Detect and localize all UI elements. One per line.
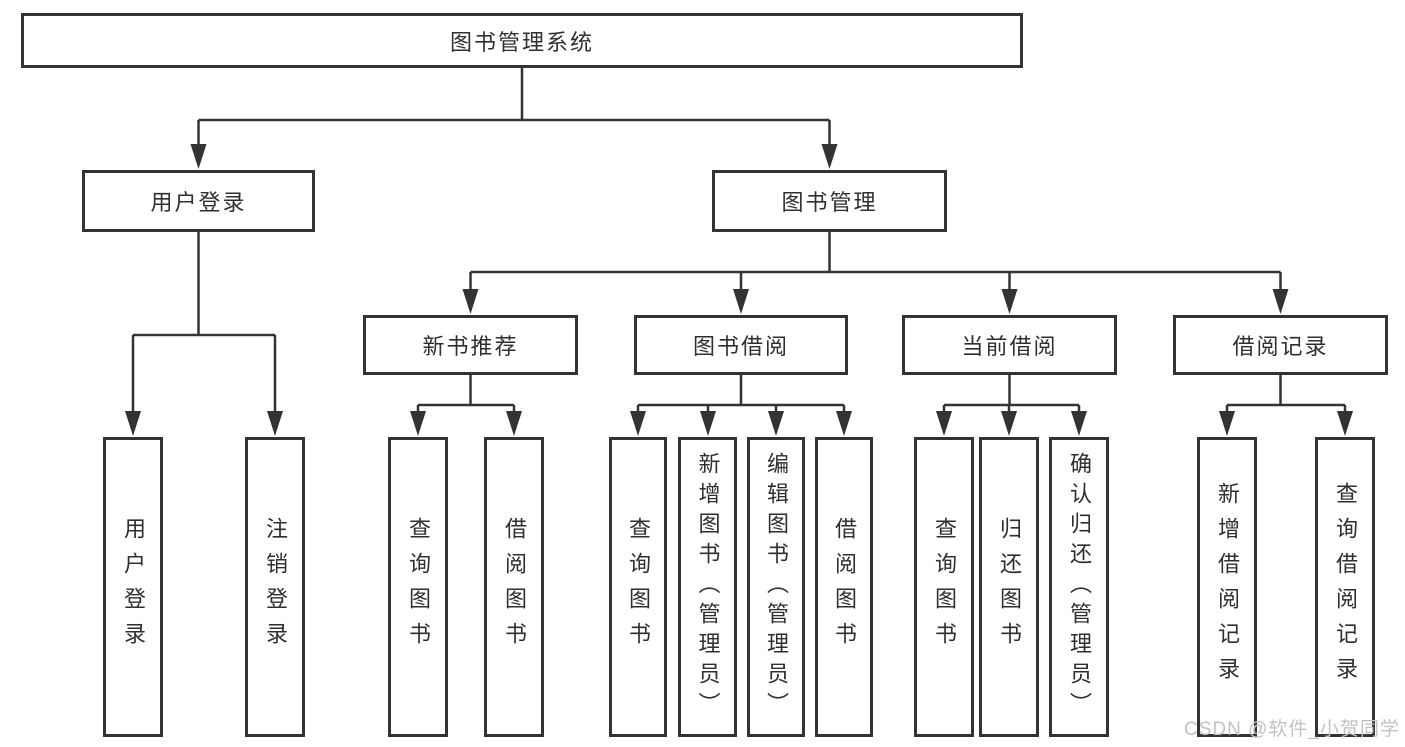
leaf-edit-books-admin: 编辑图书（管理员） bbox=[747, 437, 805, 737]
leaf-query-borrow-record: 查询借阅记录 bbox=[1315, 437, 1375, 737]
leaf-borrow-books-recommend: 借阅图书 bbox=[484, 437, 544, 737]
leaf-confirm-return-admin: 确认归还（管理员） bbox=[1049, 437, 1109, 737]
leaf-add-books-admin: 新增图书（管理员） bbox=[678, 437, 737, 737]
leaf-add-borrow-record: 新增借阅记录 bbox=[1197, 437, 1257, 737]
leaf-logout: 注销登录 bbox=[245, 437, 305, 737]
node-library-management-system: 图书管理系统 bbox=[21, 13, 1023, 68]
watermark-text: CSDN @软件_小贺同学 bbox=[1184, 719, 1400, 740]
arrowheads bbox=[125, 144, 1353, 436]
leaf-user-login: 用户登录 bbox=[103, 437, 163, 737]
leaf-borrow-books: 借阅图书 bbox=[815, 437, 873, 737]
leaf-query-books-current: 查询图书 bbox=[914, 437, 974, 737]
leaf-return-books: 归还图书 bbox=[979, 437, 1039, 737]
leaf-query-books-recommend: 查询图书 bbox=[388, 437, 448, 737]
node-book-borrow: 图书借阅 bbox=[634, 315, 848, 375]
node-book-management: 图书管理 bbox=[712, 170, 947, 232]
node-borrow-records: 借阅记录 bbox=[1173, 315, 1388, 375]
node-user-login: 用户登录 bbox=[82, 170, 315, 232]
node-current-borrow: 当前借阅 bbox=[902, 315, 1117, 375]
leaf-query-books-borrow: 查询图书 bbox=[609, 437, 667, 737]
node-new-book-recommend: 新书推荐 bbox=[363, 315, 578, 375]
